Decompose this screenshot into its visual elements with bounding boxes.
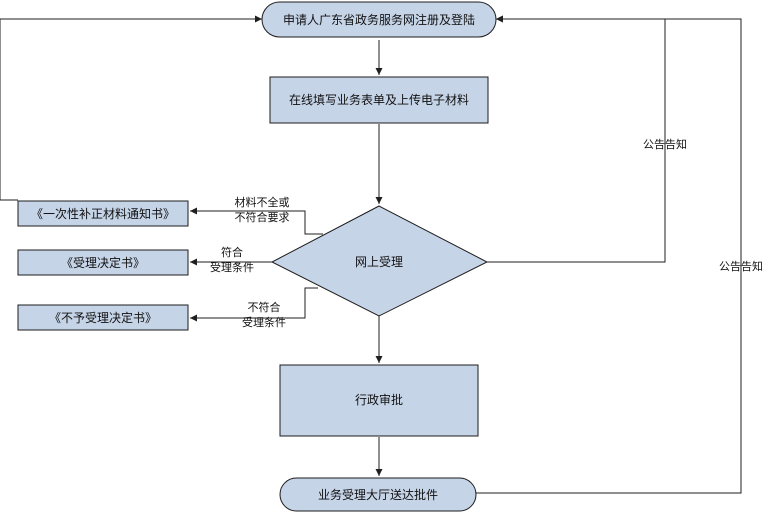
correction-notice-node-label: 《一次性补正材料通知书》 [31, 207, 175, 221]
delivery-node-label: 业务受理大厅送达批件 [318, 487, 438, 502]
ineligible-condition-label-line-1: 不符合 [248, 300, 281, 314]
reject-decision-node-label: 《不予受理决定书》 [49, 310, 157, 325]
incomplete-condition-label-line-2: 不符合要求 [235, 210, 290, 224]
approval-node: 行政审批 [279, 364, 479, 437]
approval-node-label: 行政审批 [355, 392, 403, 407]
delivery-node: 业务受理大厅送达批件 [279, 477, 477, 512]
accept-decision-node: 《受理决定书》 [17, 249, 189, 276]
online-accept-node: 网上受理 [270, 205, 489, 317]
eligible-condition-label-line-2: 受理条件 [210, 260, 254, 274]
fill-form-node: 在线填写业务表单及上传电子材料 [269, 76, 489, 124]
connector-correction-loop-to-register [0, 15, 262, 201]
connector-ineligible [190, 287, 318, 322]
correction-notice-node: 《一次性补正材料通知书》 [17, 200, 189, 227]
incomplete-condition-label-line-1: 材料不全或 [235, 195, 290, 209]
fill-form-node-label: 在线填写业务表单及上传电子材料 [289, 92, 469, 107]
public-notice-inner-label: 公告告知 [643, 137, 687, 151]
reject-decision-node: 《不予受理决定书》 [17, 304, 189, 331]
accept-decision-node-label: 《受理决定书》 [61, 255, 145, 270]
ineligible-condition-label-line-2: 受理条件 [242, 315, 286, 329]
public-notice-outer-label: 公告告知 [719, 259, 763, 273]
register-node: 申请人广东省政务服务网注册及登陆 [261, 1, 497, 38]
eligible-condition-label-line-1: 符合 [221, 245, 243, 259]
register-node-label: 申请人广东省政务服务网注册及登陆 [283, 12, 475, 27]
connector-incomplete-materials [190, 207, 323, 235]
connector-public-notice-inner [487, 15, 666, 263]
connector-public-notice-outer [476, 15, 742, 494]
online-accept-node-label: 网上受理 [355, 255, 403, 269]
